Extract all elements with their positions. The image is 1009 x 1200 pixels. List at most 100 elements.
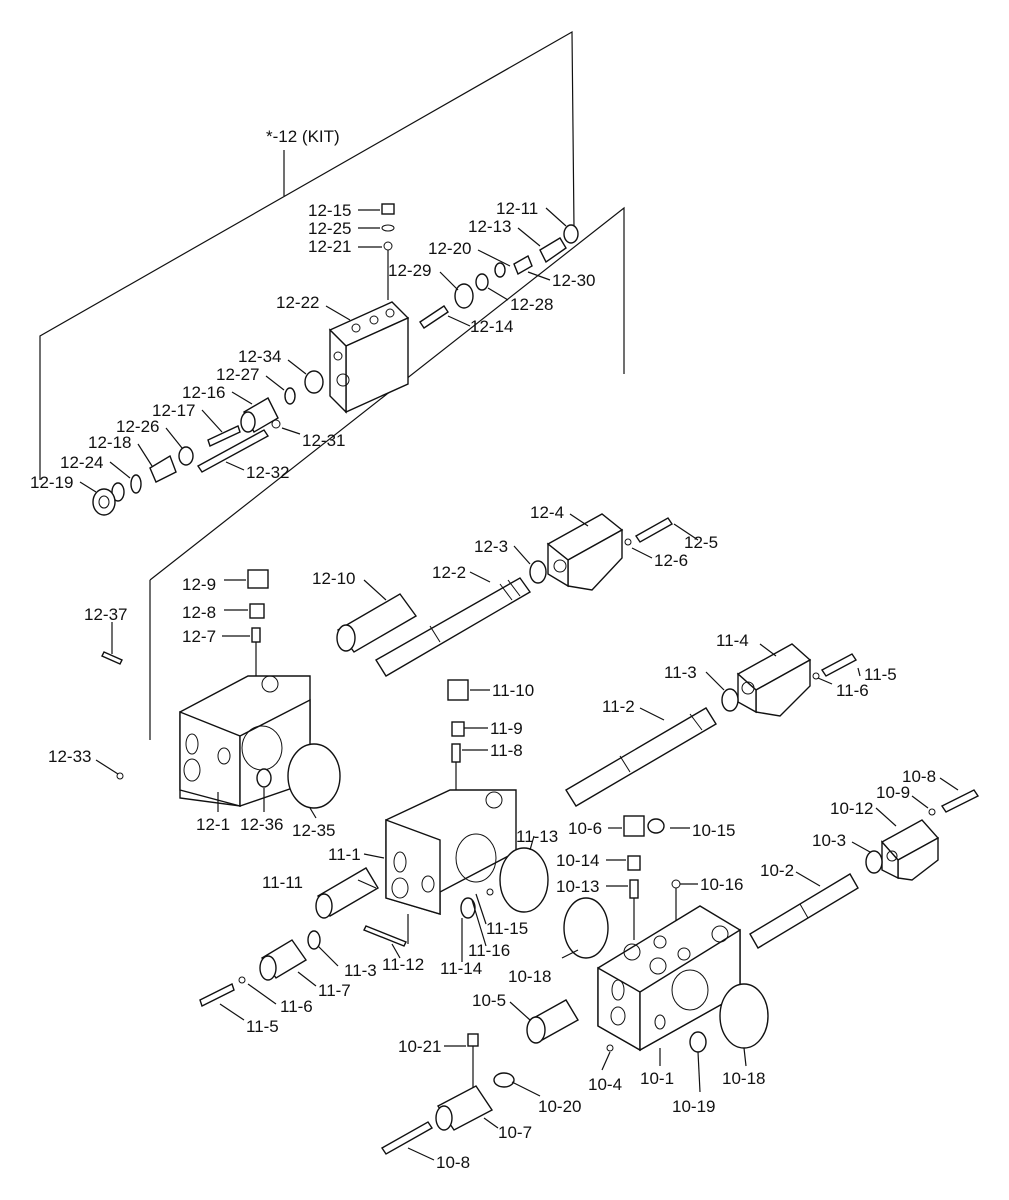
label-10-18-right: 10-18 — [722, 1069, 765, 1088]
label-12-31: 12-31 — [302, 431, 345, 450]
label-10-4: 10-4 — [588, 1075, 622, 1094]
part-12-10-valve — [336, 593, 418, 653]
part-10-12-cover — [865, 789, 980, 881]
part-12-15-plug — [381, 203, 395, 300]
part-12-34-12-27-rings — [284, 370, 324, 405]
part-11-10-11-9-11-8 — [447, 679, 469, 810]
label-10-15: 10-15 — [692, 821, 735, 840]
label-10-5: 10-5 — [472, 991, 506, 1010]
part-12-4-cover — [529, 513, 674, 591]
label-10-14: 10-14 — [556, 851, 599, 870]
label-12-5: 12-5 — [684, 533, 718, 552]
label-12-3: 12-3 — [474, 537, 508, 556]
label-12-24: 12-24 — [60, 453, 103, 472]
label-11-5-lower: 11-5 — [246, 1017, 279, 1036]
part-11-11-valve — [315, 867, 379, 919]
label-11-7: 11-7 — [318, 981, 351, 1000]
label-12-27: 12-27 — [216, 365, 259, 384]
label-12-30: 12-30 — [552, 271, 595, 290]
label-12-16: 12-16 — [182, 383, 225, 402]
label-12-21: 12-21 — [308, 237, 351, 256]
label-12-28: 12-28 — [510, 295, 553, 314]
label-12-22: 12-22 — [276, 293, 319, 312]
label-10-8-upper: 10-8 — [902, 767, 936, 786]
label-10-6: 10-6 — [568, 819, 602, 838]
label-12-18: 12-18 — [88, 433, 131, 452]
label-12-11: 12-11 — [496, 199, 538, 218]
part-10-5-valve — [526, 999, 579, 1044]
label-11-11: 11-11 — [262, 873, 303, 892]
leader-lines — [79, 207, 959, 1161]
label-12-35: 12-35 — [292, 821, 335, 840]
label-12-14: 12-14 — [470, 317, 513, 336]
label-11-4: 11-4 — [716, 631, 749, 650]
label-11-6-lower: 11-6 — [280, 997, 313, 1016]
label-12-19: 12-19 — [30, 473, 73, 492]
label-10-8-lower: 10-8 — [436, 1153, 470, 1172]
label-12-4: 12-4 — [530, 503, 564, 522]
label-10-16: 10-16 — [700, 875, 743, 894]
label-12-13: 12-13 — [468, 217, 511, 236]
part-12-22-block — [328, 301, 410, 414]
label-12-6: 12-6 — [654, 551, 688, 570]
label-11-3-lower: 11-3 — [344, 961, 377, 980]
label-12-26: 12-26 — [116, 417, 159, 436]
label-12-25: 12-25 — [308, 219, 351, 238]
label-12-8: 12-8 — [182, 603, 216, 622]
label-10-2: 10-2 — [760, 861, 794, 880]
label-11-12: 11-12 — [382, 955, 424, 974]
kit-label: *-12 (KIT) — [266, 127, 340, 146]
label-12-33: 12-33 — [48, 747, 91, 766]
part-12-17-12-26-12-18-12-24-12-19 — [92, 419, 281, 516]
part-10-1-body — [563, 897, 769, 1053]
label-12-36: 12-36 — [240, 815, 283, 834]
label-10-19: 10-19 — [672, 1097, 715, 1116]
part-11-1-body — [385, 789, 549, 919]
label-11-3-upper: 11-3 — [664, 663, 697, 682]
label-11-15: 11-15 — [486, 919, 528, 938]
label-10-9: 10-9 — [876, 783, 910, 802]
label-10-18-left: 10-18 — [508, 967, 551, 986]
label-11-14: 11-14 — [440, 959, 482, 978]
part-11-4-cover — [721, 643, 858, 717]
part-12-11-12-13-12-30 — [419, 224, 579, 329]
label-12-10: 12-10 — [312, 569, 355, 588]
label-12-20: 12-20 — [428, 239, 471, 258]
part-11-12-bolt — [363, 914, 409, 947]
label-10-13: 10-13 — [556, 877, 599, 896]
part-10-2-spool — [749, 873, 859, 949]
label-12-1: 12-1 — [196, 815, 230, 834]
label-12-2: 12-2 — [432, 563, 466, 582]
part-12-37-bolt — [101, 651, 123, 665]
label-12-15: 12-15 — [308, 201, 351, 220]
label-10-12: 10-12 — [830, 799, 873, 818]
label-12-37: 12-37 — [84, 605, 127, 624]
label-12-9: 12-9 — [182, 575, 216, 594]
label-10-7: 10-7 — [498, 1123, 532, 1142]
label-11-13: 11-13 — [516, 827, 558, 846]
label-10-1: 10-1 — [640, 1069, 674, 1088]
part-12-9-12-8-12-7 — [247, 569, 269, 680]
label-11-2: 11-2 — [602, 697, 635, 716]
label-10-20: 10-20 — [538, 1097, 581, 1116]
label-11-6-right: 11-6 — [836, 681, 869, 700]
label-12-34: 12-34 — [238, 347, 281, 366]
part-10-6-10-15-10-14-10-13-10-16 — [623, 815, 681, 940]
kit-boundary — [39, 30, 625, 740]
part-12-1-body — [116, 675, 341, 809]
part-12-2-spool — [375, 577, 532, 677]
label-12-17: 12-17 — [152, 401, 195, 420]
part-11-7-cover — [199, 930, 321, 1007]
callout-labels: 12-15 12-25 12-21 12-22 12-11 12-13 12-2… — [30, 199, 936, 1172]
part-12-16-plug — [240, 397, 279, 433]
part-11-2-spool — [565, 707, 717, 807]
part-10-21-10-20-10-7-10-8 — [380, 1033, 515, 1155]
label-11-9: 11-9 — [490, 719, 523, 738]
label-12-32: 12-32 — [246, 463, 289, 482]
label-11-5-right: 11-5 — [864, 665, 897, 684]
label-11-16: 11-16 — [468, 941, 510, 960]
label-10-3: 10-3 — [812, 831, 846, 850]
label-11-10: 11-10 — [492, 681, 534, 700]
label-10-21: 10-21 — [398, 1037, 441, 1056]
